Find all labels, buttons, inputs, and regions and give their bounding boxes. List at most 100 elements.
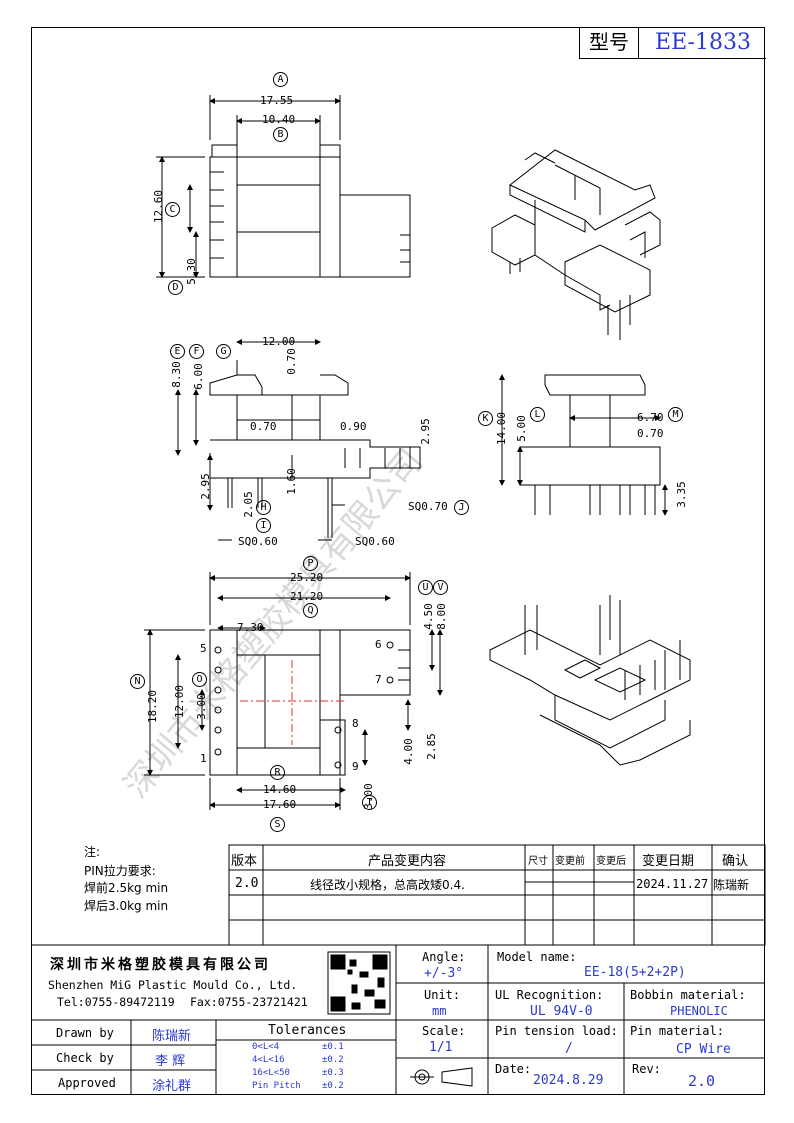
- label-circle-c: C: [165, 202, 180, 217]
- rev-cell: 陈瑞新: [713, 878, 750, 892]
- angle-value: +/-3°: [424, 966, 464, 981]
- iso-view-top: [491, 149, 661, 340]
- label-circle-u: U: [418, 580, 433, 595]
- drawn-label: Drawn by: [56, 1026, 114, 1040]
- dim-a: 17.55: [260, 94, 294, 107]
- model-label: 型号: [580, 27, 639, 58]
- bobbin-label: Bobbin material:: [630, 988, 746, 1002]
- rev-label: Rev:: [632, 1062, 661, 1076]
- rev-header: 确认: [722, 854, 749, 869]
- notes-line: 焊前2.5kg min: [84, 881, 169, 895]
- rev-value: 2.0: [688, 1072, 716, 1090]
- drawing-sheet: [31, 27, 765, 1095]
- check-value: 李 辉: [155, 1054, 186, 1069]
- dim-q: 21.20: [290, 590, 324, 603]
- angle-label: Angle:: [422, 950, 466, 964]
- rev-header: 变更前: [555, 856, 585, 867]
- iso-view-bottom: [489, 595, 691, 766]
- tol-range: 0<L<4: [252, 1042, 280, 1052]
- label-circle-d: D: [168, 280, 183, 295]
- rev-cell: 线径改小规格，总高改矮0.4.: [310, 878, 465, 892]
- scale-value: 1/1: [429, 1040, 453, 1055]
- date-value: 2024.8.29: [533, 1073, 604, 1088]
- tol-value: ±0.2: [322, 1055, 344, 1065]
- top-view: [209, 144, 411, 278]
- approved-label: Approved: [58, 1076, 116, 1090]
- approved-value: 涂礼群: [152, 1079, 192, 1094]
- label-circle-a: A: [273, 72, 288, 87]
- model-box: 型号 EE-1833: [579, 27, 766, 59]
- label-circle-t: T: [362, 795, 377, 810]
- dim-070: 0.70: [637, 427, 664, 440]
- company-name-en: Shenzhen MiG Plastic Mould Co., Ltd.: [48, 978, 298, 992]
- pin-material-label: Pin material:: [630, 1024, 724, 1038]
- scale-label: Scale:: [422, 1024, 466, 1038]
- dim-p: 25.20: [290, 571, 324, 584]
- tol-value: ±0.1: [322, 1042, 344, 1052]
- model-name-value: EE-18(5+2+2P): [584, 965, 686, 980]
- label-circle-i: I: [256, 518, 271, 533]
- company-fax: Fax:0755-23721421: [190, 995, 308, 1009]
- label-circle-j: J: [454, 500, 469, 515]
- notes-line: 焊后3.0kg min: [84, 899, 169, 913]
- dim-left-w: 0.70: [250, 420, 277, 433]
- tol-value: ±0.2: [322, 1081, 344, 1091]
- rev-header: 变更后: [596, 856, 626, 867]
- label-circle-l: L: [530, 407, 545, 422]
- tolerances-title: Tolerances: [268, 1023, 347, 1038]
- label-circle-k: K: [478, 411, 493, 426]
- date-label: Date:: [495, 1062, 532, 1076]
- pin-number: 1: [200, 752, 207, 765]
- drawn-value: 陈瑞新: [152, 1029, 192, 1044]
- unit-label: Unit:: [424, 988, 461, 1002]
- notes-line: PIN拉力要求:: [84, 864, 156, 878]
- dim-m: 6.70: [637, 411, 664, 424]
- pin-tension-value: /: [565, 1041, 573, 1056]
- label-circle-q: Q: [303, 603, 318, 618]
- rev-cell: 2.0: [235, 876, 259, 891]
- ul-value: UL 94V-0: [530, 1004, 593, 1019]
- label-circle-s: S: [270, 817, 285, 832]
- check-label: Check by: [56, 1051, 114, 1065]
- pin-number: 8: [352, 717, 359, 730]
- model-number: EE-1833: [655, 30, 751, 55]
- rev-header: 版本: [231, 854, 258, 869]
- pin-number: 9: [352, 760, 359, 773]
- dim-sq060b: SQ0.60: [355, 535, 395, 548]
- label-circle-b: B: [273, 127, 288, 142]
- dim-right-w: 0.90: [340, 420, 367, 433]
- label-circle-p: P: [303, 556, 318, 571]
- rev-header: 产品变更内容: [368, 854, 447, 869]
- pin-number: 6: [375, 638, 382, 651]
- label-circle-e: E: [170, 344, 185, 359]
- label-circle-m: M: [668, 407, 683, 422]
- pin-number: 5: [200, 642, 207, 655]
- dim-g: 12.00: [262, 335, 296, 348]
- rev-header: 尺寸: [528, 856, 548, 867]
- label-circle-h: H: [256, 500, 271, 515]
- label-circle-r: R: [270, 765, 285, 780]
- ul-label: UL Recognition:: [495, 988, 604, 1002]
- tol-value: ±0.3: [322, 1068, 344, 1078]
- rev-cell: 2024.11.27: [636, 877, 709, 891]
- pin-tension-label: Pin tension load:: [495, 1024, 618, 1038]
- unit-value: mm: [432, 1004, 447, 1018]
- notes-head: 注:: [84, 845, 101, 859]
- label-circle-v: V: [433, 580, 448, 595]
- tol-range: 4<L<16: [252, 1055, 285, 1065]
- label-circle-o: O: [192, 672, 207, 687]
- label-circle-f: F: [189, 344, 204, 359]
- company-name-cn: 深圳市米格塑胶模具有限公司: [50, 957, 271, 973]
- tol-range: 16<L<50: [252, 1068, 290, 1078]
- pin-material-value: CP Wire: [676, 1042, 731, 1057]
- bobbin-value: PHENOLIC: [670, 1004, 728, 1018]
- label-circle-g: G: [216, 344, 231, 359]
- front-view: [209, 360, 421, 538]
- rev-header: 变更日期: [642, 854, 695, 869]
- dim-b: 10.40: [262, 113, 296, 126]
- tol-range: Pin Pitch: [252, 1081, 301, 1091]
- model-name-label: Model name:: [497, 950, 577, 964]
- dim-sq070: SQ0.70: [408, 500, 448, 513]
